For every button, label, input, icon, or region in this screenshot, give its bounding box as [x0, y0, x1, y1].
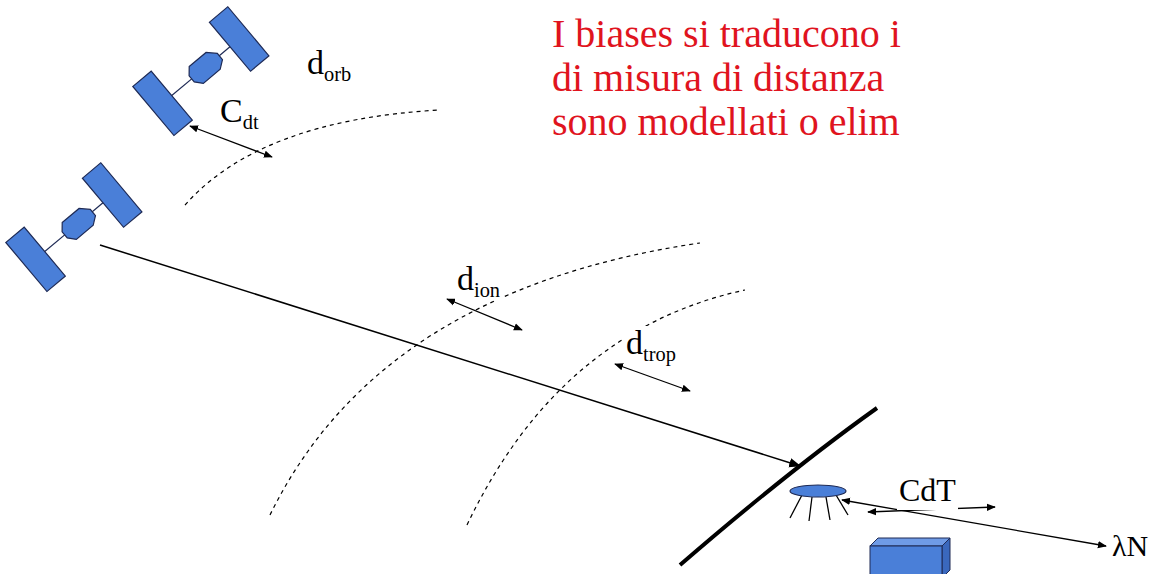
earth-surface: [680, 408, 877, 565]
troposphere-delay-label: dtrop: [624, 326, 678, 364]
heading-line: di misura di distanza: [552, 58, 884, 98]
ambiguity-label: λN: [1110, 531, 1150, 565]
troposphere-arc: [467, 290, 745, 525]
heading-line: sono modellati o elim: [552, 102, 900, 142]
orbit-error-label: dorb: [305, 46, 353, 84]
ionosphere-arrow: [447, 299, 522, 330]
ionosphere-arc: [270, 243, 700, 515]
receiver-clock-label: CdT: [897, 474, 958, 510]
signal-ray: [100, 245, 800, 466]
subscript: ion: [474, 279, 500, 301]
receiver-antenna: [790, 485, 848, 521]
symbol: d: [626, 324, 643, 361]
satellite: [6, 163, 142, 292]
heading-line: I biases si traducono i: [552, 14, 901, 54]
symbol: C: [220, 92, 243, 129]
ambiguity-arrow: [842, 500, 1106, 546]
symbol: d: [457, 260, 474, 297]
clock-error-label: Cdt: [218, 94, 261, 132]
subscript: dt: [243, 111, 259, 133]
ionosphere-delay-label: dion: [455, 262, 502, 300]
subscript: trop: [643, 343, 676, 365]
symbol: d: [307, 44, 324, 81]
satellite: [133, 7, 269, 136]
receiver-box: [870, 538, 950, 574]
troposphere-arrow: [615, 364, 690, 391]
subscript: orb: [324, 63, 351, 85]
